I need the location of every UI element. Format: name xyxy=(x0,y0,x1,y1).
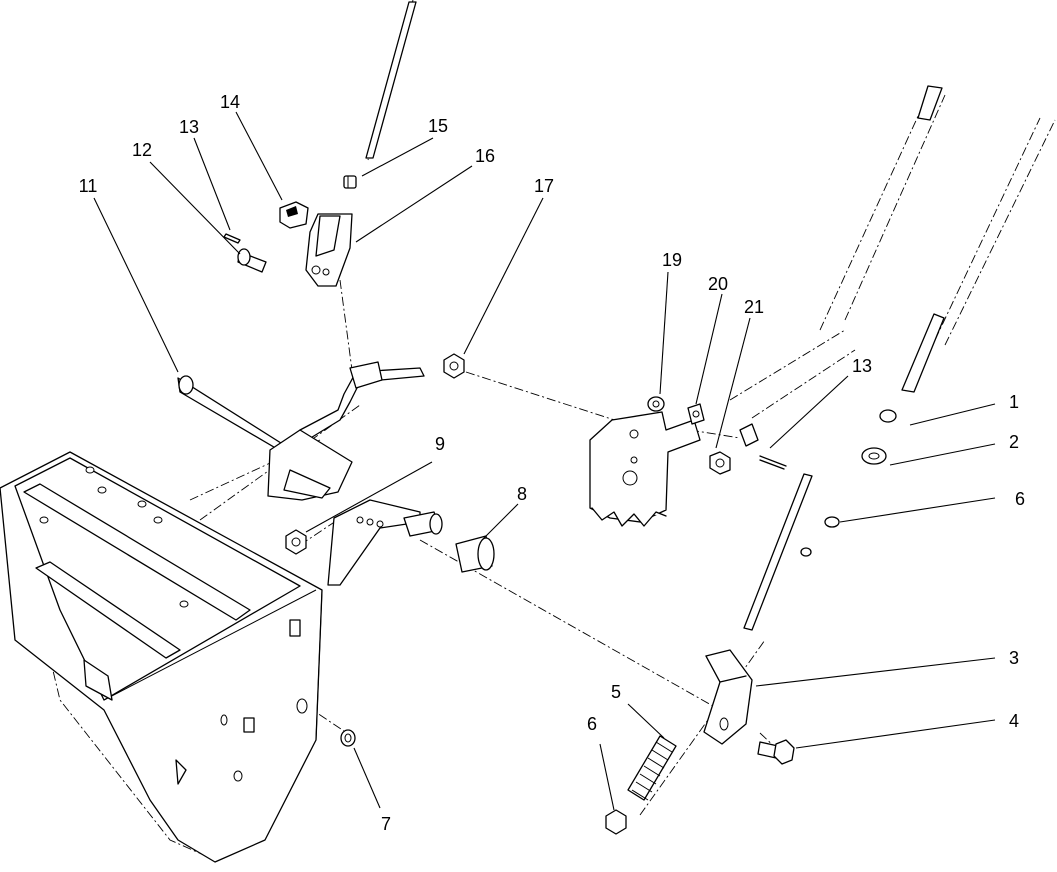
spring-part-5 xyxy=(627,735,677,801)
grommet-part-7 xyxy=(340,729,356,747)
bushing-part-8 xyxy=(403,511,495,573)
callout-1: 1 xyxy=(1009,392,1019,412)
mounting-frame xyxy=(0,451,323,863)
clip-part-14 xyxy=(279,201,309,229)
callout-2: 2 xyxy=(1009,432,1019,452)
pivot-plate-assembly xyxy=(589,396,731,527)
right-control-rods xyxy=(743,85,945,631)
callout-8: 8 xyxy=(517,484,527,504)
callout-13-right: 13 xyxy=(852,356,872,376)
nut-part-6-lower xyxy=(605,809,627,835)
cotter-pin-right-part-13 xyxy=(759,455,787,470)
callout-11: 11 xyxy=(79,176,98,196)
nut-part-1 xyxy=(879,409,897,423)
angle-bracket-part-3 xyxy=(703,649,753,745)
mid-bracket xyxy=(327,499,421,586)
callout-19: 19 xyxy=(662,250,682,270)
collar-part-6 xyxy=(800,516,840,557)
callout-17: 17 xyxy=(534,176,554,196)
callout-20: 20 xyxy=(708,274,728,294)
callout-5: 5 xyxy=(611,682,621,702)
callout-13-left: 13 xyxy=(179,117,199,137)
callout-6-lower: 6 xyxy=(587,714,597,734)
callout-3: 3 xyxy=(1009,648,1019,668)
upper-control-rod xyxy=(365,1,417,159)
rod-end-fitting xyxy=(739,423,759,447)
washer-part-2 xyxy=(861,447,887,465)
bolt-part-4 xyxy=(757,739,795,765)
nut-part-17 xyxy=(443,353,465,379)
nut-part-15 xyxy=(343,175,357,189)
nut-part-9 xyxy=(285,529,307,555)
callout-6-right: 6 xyxy=(1015,489,1025,509)
control-shaft-part-11 xyxy=(177,361,425,501)
pin-part-12 xyxy=(237,248,267,273)
callout-21: 21 xyxy=(744,297,764,317)
callout-7: 7 xyxy=(381,814,391,834)
clevis-bracket-part-16 xyxy=(305,213,353,287)
callout-12: 12 xyxy=(132,140,152,160)
cotter-pin-part-13 xyxy=(223,233,241,244)
callout-9: 9 xyxy=(435,434,445,454)
callout-4: 4 xyxy=(1009,711,1019,731)
callout-16: 16 xyxy=(475,146,495,166)
callout-labels: 1 2 3 4 5 6 6 7 8 9 11 12 13 13 14 15 16… xyxy=(79,92,1025,834)
callout-14: 14 xyxy=(220,92,240,112)
callout-15: 15 xyxy=(428,116,448,136)
leader-lines xyxy=(93,111,996,811)
